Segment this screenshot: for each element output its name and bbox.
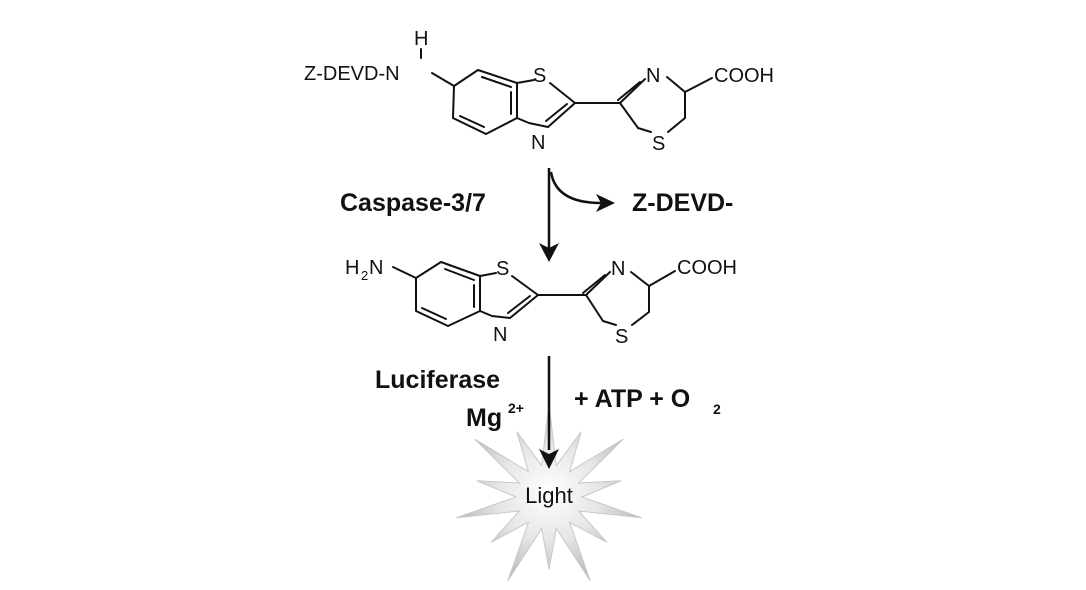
aminoluciferin-thiazole-double-bond <box>507 295 531 314</box>
aminoluciferin-ring-n1: N <box>493 324 507 346</box>
substrate-acid-label: COOH <box>714 65 774 87</box>
substrate-benzene-inner-bonds <box>459 76 512 128</box>
substrate-h-atom: H <box>414 28 428 50</box>
cleavage-branch-arrow-curve <box>549 171 602 205</box>
aminoluciferin-carboxyl-bond <box>648 270 676 287</box>
aminoluciferin-ring-s1: S <box>496 258 509 280</box>
substrate-thiazole-bonds <box>516 79 576 128</box>
substrate-carboxyl-bond <box>684 77 713 93</box>
cleavage-arrows <box>547 168 602 250</box>
substrate-thiazole-double-bond <box>545 103 568 122</box>
substrate-benzene-ring <box>452 69 518 135</box>
substrate-ring-n2: N <box>646 65 660 87</box>
substrate-ring-s1: S <box>533 65 546 87</box>
luciferase-enzyme-label: Luciferase <box>375 366 500 394</box>
aminoluciferin-acid-label: COOH <box>677 257 737 279</box>
aminoluciferin-amine-bond <box>392 266 417 279</box>
aminoluciferin-structure <box>392 261 676 327</box>
substrate-structure <box>420 48 713 135</box>
aminoluciferin-thiazole-bonds <box>479 272 539 319</box>
aminoluciferin-ring-n2: N <box>611 258 625 280</box>
luciferase-reagents-label: + ATP + O <box>574 385 690 413</box>
aminoluciferin-benzene-ring <box>415 261 481 327</box>
substrate-ring-s2: S <box>652 133 665 155</box>
cleavage-enzyme-label: Caspase-3/7 <box>340 189 486 217</box>
substrate-atom-labels: H Z-DEVD-N S N N S COOH <box>304 28 774 155</box>
cofactor-charge: 2+ <box>508 400 524 416</box>
cleavage-product-label: Z-DEVD- <box>632 189 733 217</box>
aminoluciferin-thiazoline-ring <box>582 271 650 326</box>
light-burst-starburst <box>456 403 642 582</box>
aminoluciferin-ring-s2: S <box>615 326 628 348</box>
aminoluciferin-atom-labels: H 2 N S N N S COOH <box>345 257 737 348</box>
luciferase-cofactor-label: Mg <box>466 404 502 432</box>
substrate-thiazoline-ring <box>617 76 686 133</box>
aminoluciferin-amine-n: N <box>369 257 383 279</box>
reagents-subscript: 2 <box>713 401 721 417</box>
aminoluciferin-amine-h: H <box>345 257 359 279</box>
substrate-amide-bond <box>431 72 455 87</box>
cleavage-main-arrowhead <box>539 243 559 262</box>
light-output-label: Light <box>525 483 573 508</box>
aminoluciferin-benzene-inner-bonds <box>421 268 475 320</box>
aminoluciferin-amine-subscript: 2 <box>361 268 368 283</box>
substrate-ring-n1: N <box>531 132 545 154</box>
substrate-amide-label: Z-DEVD-N <box>304 63 400 85</box>
cofactor-symbol: Mg <box>466 404 502 432</box>
luciferase-arrowhead <box>539 449 559 469</box>
cleavage-branch-arrowhead <box>596 194 615 212</box>
